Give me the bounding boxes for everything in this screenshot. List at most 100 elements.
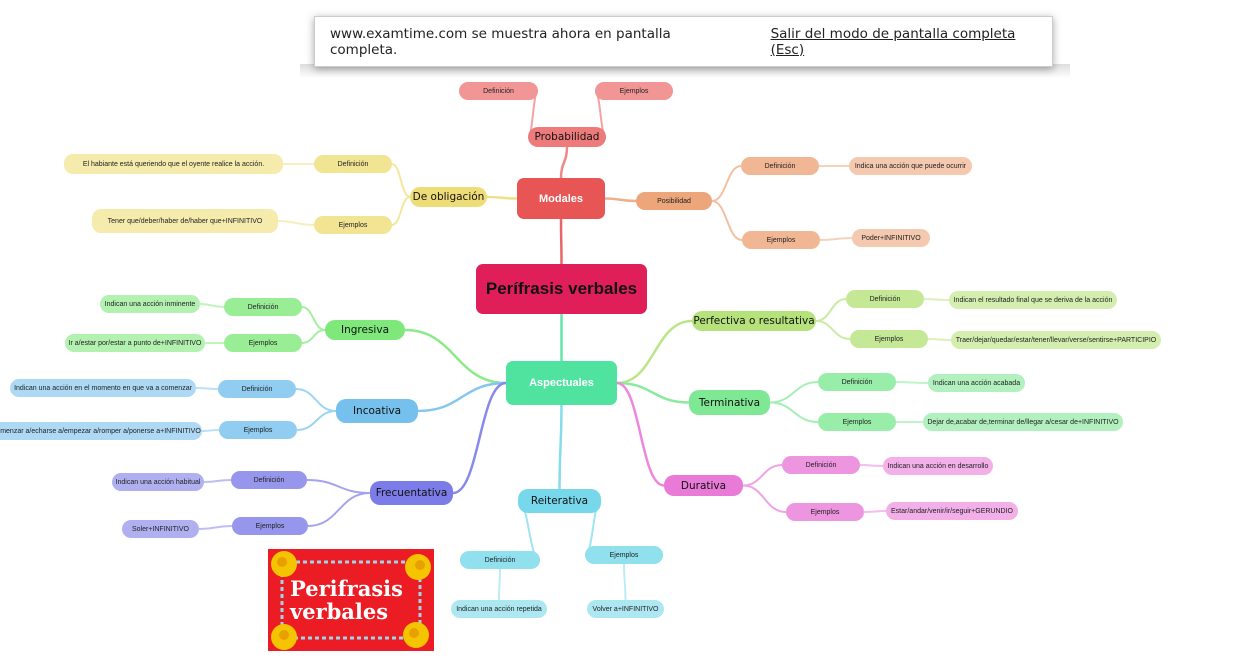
mindmap-node-aspectuales[interactable]: Aspectuales [506, 361, 617, 405]
mindmap-node-durativa[interactable]: Durativa [664, 475, 743, 496]
mindmap-node-perfectiva-ej[interactable]: Ejemplos [850, 330, 928, 348]
mindmap-node-modales[interactable]: Modales [517, 178, 605, 219]
connector-durativa-ej [742, 484, 787, 513]
svg-text:verbales: verbales [289, 599, 388, 624]
connector-perfectiva-def [815, 298, 847, 322]
connector-pos [604, 197, 637, 203]
connector-ingresiva-deft [199, 303, 225, 308]
connector-reiterativa [558, 404, 563, 490]
connector-incoativa-ejt [201, 429, 220, 432]
mindmap-node-incoativa[interactable]: Incoativa [336, 399, 418, 423]
mindmap-node-incoativa-deft[interactable]: Indican una acción en el momento en que … [10, 379, 196, 397]
mindmap-node-perfectiva[interactable]: Perfectiva o resultativa [692, 311, 816, 331]
connector-reiterativa-deft [498, 568, 501, 601]
connector-reiterativa-ejt [623, 563, 627, 601]
connector-obl-ejt [277, 220, 315, 226]
connector-obl [486, 195, 518, 200]
mindmap-node-terminativa-def[interactable]: Definición [818, 373, 896, 391]
connector-ingresiva-ej [301, 329, 326, 344]
mindmap-node-perfectiva-ejt[interactable]: Traer/dejar/quedar/estar/tener/llevar/ve… [951, 331, 1161, 349]
mindmap-node-obl-deft[interactable]: El habiante está queriendo que el oyente… [64, 154, 283, 174]
connector-incoativa [417, 381, 507, 413]
connector-durativa-deft [859, 464, 884, 467]
mindmap-node-obl[interactable]: De obligación [410, 187, 487, 207]
connector-perfectiva [616, 319, 693, 385]
connector-frecuentativa-deft [203, 479, 232, 483]
connector-durativa-ejt [863, 510, 887, 513]
mindmap-node-ingresiva-deft[interactable]: Indican una acción inminente [100, 295, 200, 313]
mindmap-node-frecuentativa-ej[interactable]: Ejemplos [232, 517, 308, 535]
fullscreen-notification: www.examtime.com se muestra ahora en pan… [314, 16, 1053, 67]
mindmap-node-central[interactable]: Perífrasis verbales [476, 264, 647, 314]
connector-durativa-def [742, 464, 783, 487]
mindmap-node-durativa-ej[interactable]: Ejemplos [786, 503, 864, 521]
connector-terminativa-def [769, 381, 819, 404]
connector-prob [559, 146, 569, 179]
connector-obl-ej [391, 196, 411, 226]
mindmap-node-frecuentativa-deft[interactable]: Indican una acción habitual [112, 473, 204, 491]
mindmap-node-reiterativa-def[interactable]: Definición [460, 551, 540, 569]
mindmap-node-pos[interactable]: Posibilidad [636, 192, 712, 210]
mindmap-node-obl-def[interactable]: Definición [314, 155, 392, 173]
mindmap-node-incoativa-ej[interactable]: Ejemplos [219, 421, 297, 439]
mindmap-node-pos-def[interactable]: Definición [741, 157, 819, 175]
mindmap-node-frecuentativa-ejt[interactable]: Soler+INFINITIVO [122, 520, 199, 538]
mindmap-node-incoativa-def[interactable]: Definición [218, 380, 296, 398]
connector-durativa [616, 381, 665, 487]
mindmap-node-terminativa[interactable]: Terminativa [689, 390, 770, 415]
mindmap-node-terminativa-ejt[interactable]: Dejar de,acabar de,terminar de/llegar a/… [923, 413, 1123, 431]
connector-frecuentativa-def [306, 479, 371, 494]
mindmap-node-ingresiva-ejt[interactable]: Ir a/estar por/estar a punto de+INFINITI… [65, 334, 205, 352]
connector-frecuentativa-ejt [198, 525, 233, 530]
mindmap-node-prob-def[interactable]: Definición [459, 82, 538, 100]
connector-ingresiva [404, 328, 507, 385]
connector-obl-def [391, 163, 411, 198]
notification-shadow [300, 64, 1070, 78]
mindmap-node-prob-ej[interactable]: Ejemplos [595, 82, 673, 100]
mindmap-node-obl-ejt[interactable]: Tener que/deber/haber de/haber que+INFIN… [92, 209, 278, 233]
mindmap-node-ingresiva-def[interactable]: Definición [224, 298, 302, 316]
mindmap-node-obl-ej[interactable]: Ejemplos [314, 216, 392, 234]
mindmap-node-frecuentativa[interactable]: Frecuentativa [370, 481, 453, 505]
mindmap-node-durativa-def[interactable]: Definición [782, 456, 860, 474]
connector-terminativa [616, 381, 690, 404]
connector-pos-ejt [819, 237, 853, 241]
mindmap-node-frecuentativa-def[interactable]: Definición [231, 471, 307, 489]
mindmap-node-incoativa-ejt[interactable]: Comenzar a/echarse a/empezar a/romper a/… [0, 422, 202, 440]
mindmap-node-durativa-deft[interactable]: Indican una acción en desarrollo [883, 457, 993, 475]
mindmap-node-durativa-ejt[interactable]: Estar/andar/venir/ir/seguir+GERUNDIO [886, 502, 1018, 520]
connector-pos-ej [711, 200, 743, 241]
connector-pos-def [711, 165, 742, 202]
connector-perfectiva-ej [815, 320, 851, 340]
svg-text:Perifrasis: Perifrasis [290, 576, 403, 601]
connector-incoativa-deft [195, 387, 219, 390]
connector-terminativa-ej [769, 401, 819, 423]
mindmap-node-ingresiva-ej[interactable]: Ejemplos [224, 334, 302, 352]
mindmap-node-ingresiva[interactable]: Ingresiva [325, 320, 405, 340]
mindmap-node-terminativa-deft[interactable]: Indican una acción acabada [928, 374, 1025, 392]
mindmap-node-pos-ejt[interactable]: Poder+INFINITIVO [852, 229, 930, 247]
mindmap-node-perfectiva-def[interactable]: Definición [846, 290, 924, 308]
connector-perfectiva-deft [923, 298, 950, 301]
connector-modales [559, 218, 563, 265]
mindmap-node-pos-ej[interactable]: Ejemplos [742, 231, 820, 249]
connector-incoativa-def [295, 388, 337, 412]
connector-frecuentativa [452, 381, 507, 495]
mindmap-node-reiterativa-ejt[interactable]: Volver a+INFINITIVO [587, 600, 664, 618]
mindmap-node-reiterativa-ej[interactable]: Ejemplos [585, 546, 663, 564]
mindmap-node-perfectiva-deft[interactable]: Indican el resultado final que se deriva… [949, 291, 1117, 309]
mindmap-node-pos-deft[interactable]: Indica una acción que puede ocurrir [849, 157, 972, 175]
mindmap-node-terminativa-ej[interactable]: Ejemplos [818, 413, 896, 431]
mindmap-node-prob[interactable]: Probabilidad [528, 127, 606, 147]
connector-ingresiva-def [301, 306, 326, 331]
logo-image: Perifrasis verbales [268, 549, 434, 651]
notification-message: www.examtime.com se muestra ahora en pan… [330, 25, 671, 58]
mindmap-node-reiterativa-deft[interactable]: Indican una acción repetida [451, 600, 547, 618]
connector-perfectiva-ejt [927, 338, 952, 341]
mindmap-node-reiterativa[interactable]: Reiterativa [518, 489, 601, 513]
connector-incoativa-ej [296, 410, 337, 431]
connector-frecuentativa-ej [307, 492, 371, 527]
connector-terminativa-deft [895, 381, 929, 384]
exit-fullscreen-link[interactable]: Salir del modo de pantalla completa (Esc… [770, 25, 1016, 58]
